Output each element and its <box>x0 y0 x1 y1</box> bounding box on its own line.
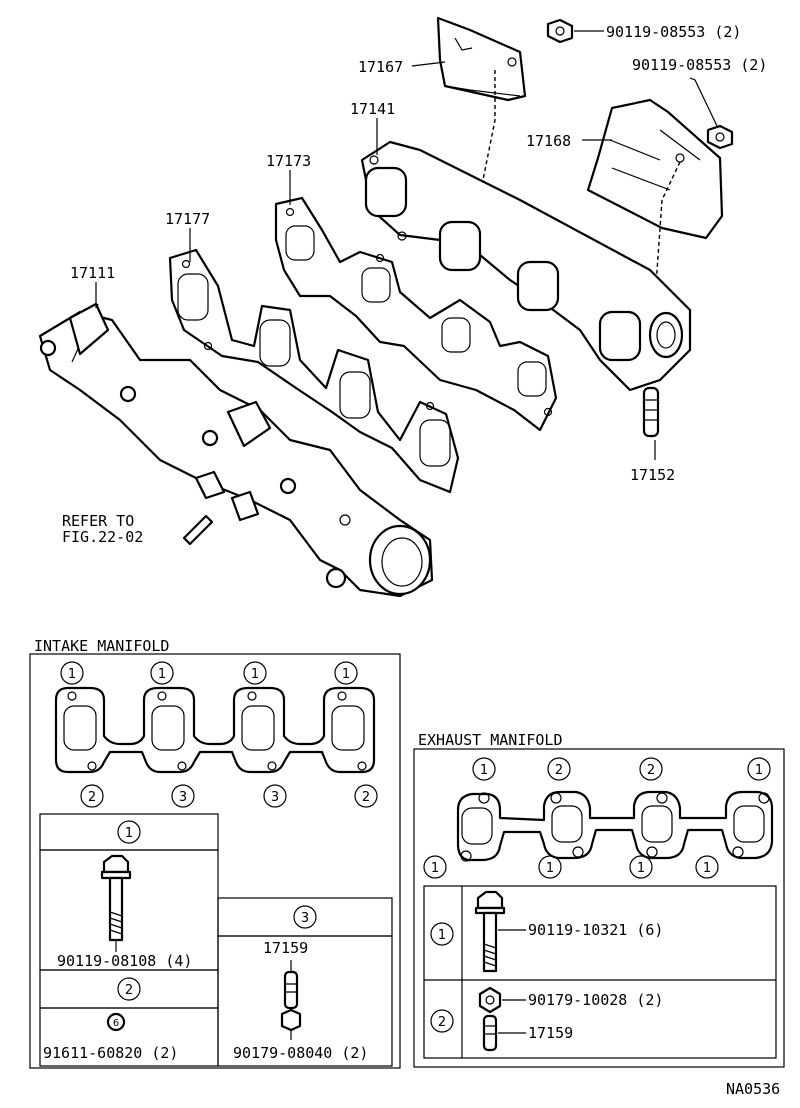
intake-gasket-detail <box>54 686 376 774</box>
intake-bolt-drawing <box>100 854 132 952</box>
intake-legend-marker-1: 1 <box>117 820 141 844</box>
exhaust-stud-part: 17159 <box>528 1024 573 1042</box>
intake-legend-3-body <box>217 935 393 1067</box>
svg-text:1: 1 <box>480 763 488 778</box>
svg-text:3: 3 <box>301 911 309 926</box>
exhaust-nut-drawing <box>478 986 526 1014</box>
intake-stud-drawing <box>280 960 302 1040</box>
intake-stud-part: 17159 <box>263 939 308 957</box>
intake-bottom-marker: 3 <box>171 784 195 808</box>
label-nut-upper: 90119-08553 (2) <box>606 23 741 41</box>
exhaust-stud-drawing <box>482 1014 526 1052</box>
exhaust-legend-table <box>423 885 777 1059</box>
intake-top-marker: 1 <box>243 661 267 685</box>
exhaust-bottom-marker: 1 <box>695 855 719 879</box>
exhaust-top-marker: 1 <box>747 757 771 781</box>
svg-text:1: 1 <box>438 928 446 943</box>
exhaust-panel-title: EXHAUST MANIFOLD <box>418 731 563 749</box>
svg-text:1: 1 <box>125 826 133 841</box>
label-refer-line2: FIG.22-02 <box>62 528 143 546</box>
label-stud-exhaust: 17152 <box>630 466 675 484</box>
exhaust-bottom-marker: 1 <box>538 855 562 879</box>
reference-stud <box>182 514 214 546</box>
exhaust-top-marker: 1 <box>472 757 496 781</box>
svg-text:2: 2 <box>438 1015 446 1030</box>
intake-manifold <box>38 302 434 598</box>
svg-text:2: 2 <box>555 763 563 778</box>
svg-text:1: 1 <box>546 861 554 876</box>
svg-text:1: 1 <box>703 861 711 876</box>
svg-text:1: 1 <box>251 667 259 682</box>
stud-exhaust <box>642 386 660 438</box>
svg-text:1: 1 <box>637 861 645 876</box>
svg-text:1: 1 <box>755 763 763 778</box>
intake-bottom-marker: 3 <box>263 784 287 808</box>
figure-code: NA0536 <box>726 1080 780 1098</box>
label-exhaust-gasket: 17173 <box>266 152 311 170</box>
intake-top-marker: 1 <box>334 661 358 685</box>
exhaust-gasket-detail <box>456 790 774 862</box>
exhaust-bottom-marker: 1 <box>423 855 447 879</box>
svg-text:2: 2 <box>88 790 96 805</box>
intake-legend-marker-3: 3 <box>293 905 317 929</box>
intake-bottom-marker: 2 <box>354 784 378 808</box>
intake-bottom-marker: 2 <box>80 784 104 808</box>
intake-panel-frame <box>29 653 401 1069</box>
svg-text:6: 6 <box>113 1018 119 1029</box>
nut-upper <box>546 18 574 44</box>
intake-panel-title: INTAKE MANIFOLD <box>34 637 169 655</box>
intake-gasket <box>168 248 460 494</box>
exhaust-nut-part: 90179-10028 (2) <box>528 991 663 1009</box>
exhaust-panel-frame <box>413 748 785 1068</box>
exhaust-legend-marker-2: 2 <box>430 1009 454 1033</box>
intake-nut-part: 91611-60820 (2) <box>43 1044 178 1062</box>
heat-insulator-upper <box>436 16 527 102</box>
exhaust-bolt-drawing <box>474 890 526 973</box>
svg-text:2: 2 <box>125 983 133 998</box>
label-exhaust-manifold: 17141 <box>350 100 395 118</box>
svg-text:3: 3 <box>271 790 279 805</box>
svg-text:1: 1 <box>342 667 350 682</box>
label-intake-manifold: 17111 <box>70 264 115 282</box>
svg-text:1: 1 <box>431 861 439 876</box>
label-heat-insulator-lower: 17168 <box>526 132 571 150</box>
label-intake-gasket: 17177 <box>165 210 210 228</box>
label-heat-insulator-upper: 17167 <box>358 58 403 76</box>
intake-bolt-part: 90119-08108 (4) <box>57 952 192 970</box>
label-refer-line1: REFER TO <box>62 512 134 530</box>
intake-nut-drawing: 6 <box>106 1012 126 1032</box>
exhaust-legend-marker-1: 1 <box>430 922 454 946</box>
label-nut-right: 90119-08553 (2) <box>632 56 767 74</box>
heat-insulator-lower <box>586 98 724 240</box>
intake-stud-nut-part: 90179-08040 (2) <box>233 1044 368 1062</box>
exhaust-top-marker: 2 <box>547 757 571 781</box>
exhaust-bolt-part: 90119-10321 (6) <box>528 921 663 939</box>
svg-text:1: 1 <box>68 667 76 682</box>
intake-legend-marker-2: 2 <box>117 977 141 1001</box>
svg-text:2: 2 <box>647 763 655 778</box>
exhaust-gasket <box>274 196 558 432</box>
exhaust-top-marker: 2 <box>639 757 663 781</box>
svg-text:3: 3 <box>179 790 187 805</box>
intake-top-marker: 1 <box>60 661 84 685</box>
exhaust-bottom-marker: 1 <box>629 855 653 879</box>
svg-text:1: 1 <box>158 667 166 682</box>
intake-top-marker: 1 <box>150 661 174 685</box>
nut-right <box>706 124 734 150</box>
exhaust-manifold <box>360 140 692 392</box>
svg-text:2: 2 <box>362 790 370 805</box>
